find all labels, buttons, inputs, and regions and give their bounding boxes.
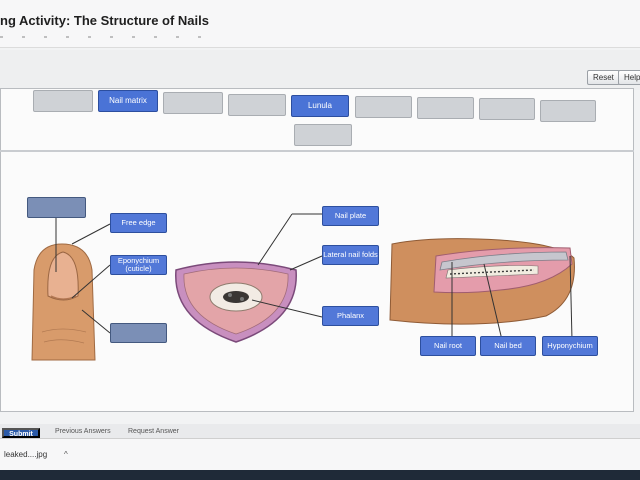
word-bank-chip[interactable]: Nail matrix (98, 90, 158, 112)
label-target-empty[interactable] (110, 323, 167, 343)
label-eponychium-line1: Eponychium (117, 256, 160, 265)
download-file-name[interactable]: leaked....jpg (4, 450, 48, 459)
label-nail-root[interactable]: Nail root (420, 336, 476, 356)
request-answer-link[interactable]: Request Answer (128, 428, 179, 435)
label-target-empty[interactable] (27, 197, 86, 218)
nail-cross-section-illustration (175, 261, 297, 343)
activity-title: ng Activity: The Structure of Nails (0, 13, 209, 28)
label-hyponychium[interactable]: Hyponychium (542, 336, 598, 356)
word-bank-chip[interactable] (417, 97, 474, 119)
word-bank-chip[interactable]: Lunula (291, 95, 349, 117)
label-phalanx[interactable]: Phalanx (322, 306, 379, 326)
taskbar (0, 470, 640, 480)
label-nail-bed[interactable]: Nail bed (480, 336, 536, 356)
nail-longitudinal-section-illustration (389, 238, 575, 325)
word-bank-chip[interactable] (540, 100, 596, 122)
word-bank-chip[interactable] (479, 98, 535, 120)
label-nail-plate[interactable]: Nail plate (322, 206, 379, 226)
finger-illustration (31, 243, 96, 361)
word-bank-divider (0, 150, 634, 152)
activity-header (0, 0, 640, 48)
word-bank-chip[interactable] (294, 124, 352, 146)
reset-button[interactable]: Reset (587, 70, 620, 85)
instructions-text (0, 36, 220, 38)
label-free-edge[interactable]: Free edge (110, 213, 167, 233)
chevron-up-icon[interactable]: ^ (64, 450, 68, 459)
word-bank-chip[interactable] (33, 90, 93, 112)
previous-answers-link[interactable]: Previous Answers (55, 428, 111, 435)
label-eponychium[interactable]: Eponychium (cuticle) (110, 255, 167, 275)
toolbar (0, 50, 640, 90)
word-bank-chip[interactable] (355, 96, 412, 118)
help-button[interactable]: Help (618, 70, 640, 85)
submit-button[interactable]: Submit (2, 428, 40, 438)
word-bank-chip[interactable] (228, 94, 286, 116)
label-lateral-nail-folds[interactable]: Lateral nail folds (322, 245, 379, 265)
word-bank-chip[interactable] (163, 92, 223, 114)
label-eponychium-line2: (cuticle) (125, 264, 152, 273)
answer-controls (0, 424, 640, 438)
